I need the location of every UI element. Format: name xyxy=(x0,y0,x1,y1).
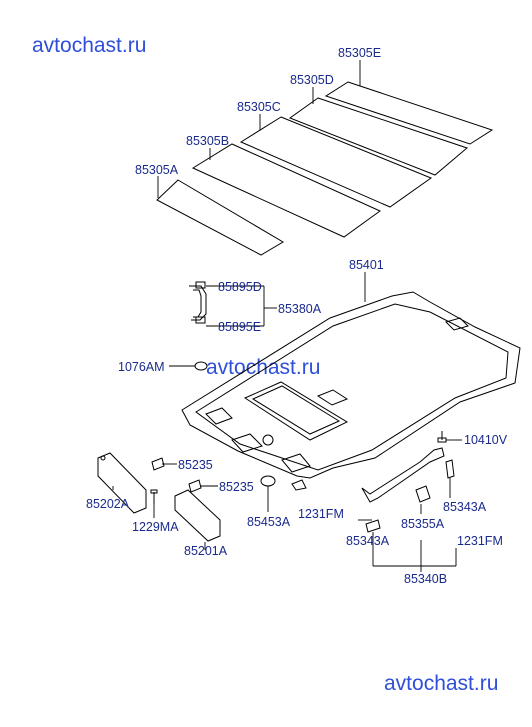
label-85340b: 85340B xyxy=(404,572,447,586)
label-85202a: 85202A xyxy=(86,497,130,511)
cap-85453a xyxy=(260,475,276,512)
assist-grip-85380a xyxy=(189,281,277,327)
label-85343a-left: 85343A xyxy=(346,534,390,548)
clip-1076am xyxy=(169,361,208,371)
label-1076am: 1076AM xyxy=(118,360,165,374)
visor-holder-85235 xyxy=(151,457,218,493)
label-85355a: 85355A xyxy=(401,517,445,531)
headliner-85401 xyxy=(181,272,521,491)
bolt-10410v xyxy=(437,431,462,443)
label-85201a: 85201A xyxy=(184,544,228,558)
label-85343a-right: 85343A xyxy=(443,500,487,514)
insulation-pad-85305d xyxy=(288,87,469,176)
label-10410v: 10410V xyxy=(464,433,508,447)
label-1229ma: 1229MA xyxy=(132,520,179,534)
label-85401: 85401 xyxy=(349,258,384,272)
label-85235-bottom: 85235 xyxy=(219,480,254,494)
label-85305d: 85305D xyxy=(290,73,334,87)
insulation-pad-85305c xyxy=(239,114,433,208)
label-85305b: 85305B xyxy=(186,134,229,148)
insulation-pad-85305e xyxy=(324,60,494,145)
label-85380a: 85380A xyxy=(278,302,322,316)
label-85235-top: 85235 xyxy=(178,458,213,472)
label-85895e: 85895E xyxy=(218,320,261,334)
sun-visor-85202a xyxy=(97,452,147,514)
label-85895d: 85895D xyxy=(218,280,262,294)
watermark-bottom: avtochast.ru xyxy=(384,672,498,695)
sun-visor-85201a xyxy=(174,489,221,550)
insulation-pad-85305b xyxy=(191,143,381,238)
label-1231fm-left: 1231FM xyxy=(298,507,344,521)
label-85305a: 85305A xyxy=(135,163,179,177)
label-85305c: 85305C xyxy=(237,100,281,114)
assist-grip-85340b xyxy=(358,447,457,572)
watermark-top: avtochast.ru xyxy=(32,34,146,57)
screw-1229ma xyxy=(150,489,158,518)
label-1231fm-right: 1231FM xyxy=(457,534,503,548)
insulation-pad-85305a xyxy=(156,176,284,256)
watermark-middle: avtochast.ru xyxy=(206,356,320,379)
label-85453a: 85453A xyxy=(247,515,291,529)
label-85305e: 85305E xyxy=(338,46,381,60)
